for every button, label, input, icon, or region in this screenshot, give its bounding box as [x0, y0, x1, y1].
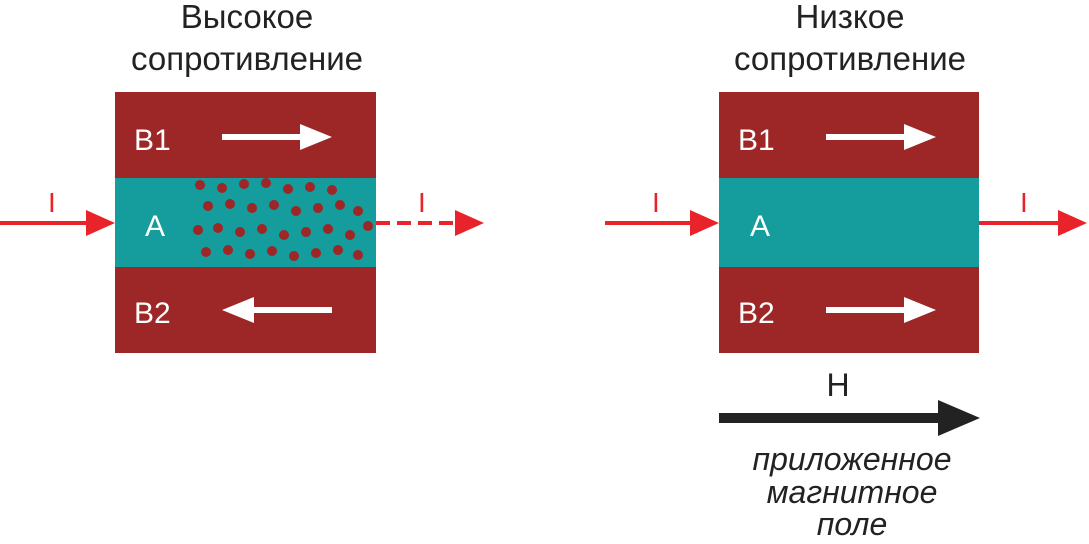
scatter-dot	[305, 182, 315, 192]
scatter-dot	[269, 200, 279, 210]
scatter-dot	[279, 230, 289, 240]
scatter-dot	[223, 245, 233, 255]
scatter-dot	[291, 206, 301, 216]
scatter-dot	[245, 249, 255, 259]
right-panel: Низкое сопротивление B1 A B2 I I H	[605, 0, 1087, 542]
right-current-out-label: I	[1020, 187, 1028, 218]
scatter-dot	[333, 245, 343, 255]
scatter-dot	[217, 183, 227, 193]
scatter-dot	[345, 230, 355, 240]
field-caption-line3: поле	[817, 506, 888, 539]
scatter-dot	[311, 248, 321, 258]
left-current-out-label: I	[418, 187, 426, 218]
field-h-label: H	[826, 367, 849, 403]
left-a-label: A	[145, 210, 165, 243]
scatter-dot	[335, 200, 345, 210]
scatter-dot	[225, 199, 235, 209]
left-b1-magnetization-arrow-icon	[222, 124, 332, 150]
scatter-dot	[353, 206, 363, 216]
right-b2-label: B2	[738, 297, 775, 330]
left-title-line1: Высокое	[181, 0, 313, 35]
right-title-line1: Низкое	[796, 0, 905, 35]
right-b1-label: B1	[738, 124, 775, 157]
scatter-dot	[257, 224, 267, 234]
left-scattering-dots	[193, 178, 373, 261]
scatter-dot	[235, 227, 245, 237]
scatter-dot	[301, 227, 311, 237]
scatter-dot	[289, 251, 299, 261]
right-current-out-arrow-icon	[979, 210, 1087, 236]
field-caption-line1: приложенное	[753, 441, 952, 477]
scatter-dot	[327, 185, 337, 195]
left-current-out-dashed-arrow-icon	[376, 210, 484, 236]
applied-field-arrow-icon	[719, 400, 980, 436]
right-title-line2: сопротивление	[734, 40, 966, 77]
scatter-dot	[193, 225, 203, 235]
right-current-in-label: I	[652, 187, 660, 218]
right-a-label: A	[750, 210, 770, 243]
scatter-dot	[203, 201, 213, 211]
scatter-dot	[261, 178, 271, 188]
right-b2-magnetization-arrow-icon	[826, 297, 936, 323]
right-layer-a	[719, 178, 979, 267]
left-b1-label: B1	[134, 124, 171, 157]
scatter-dot	[201, 247, 211, 257]
left-b2-magnetization-arrow-icon	[222, 297, 332, 323]
right-b1-magnetization-arrow-icon	[826, 124, 936, 150]
scatter-dot	[239, 179, 249, 189]
field-caption-line2: магнитное	[767, 474, 938, 510]
scatter-dot	[267, 246, 277, 256]
left-title-line2: сопротивление	[131, 40, 363, 77]
left-panel: Высокое сопротивление B1 A B2 I	[0, 0, 484, 353]
scatter-dot	[247, 203, 257, 213]
scatter-dot	[195, 180, 205, 190]
scatter-dot	[363, 221, 373, 231]
scatter-dot	[283, 184, 293, 194]
left-b2-label: B2	[134, 297, 171, 330]
scatter-dot	[213, 223, 223, 233]
right-current-in-arrow-icon	[605, 210, 719, 236]
left-current-in-label: I	[48, 187, 56, 218]
scatter-dot	[323, 224, 333, 234]
scatter-dot	[353, 250, 363, 260]
left-current-in-arrow-icon	[0, 210, 115, 236]
scatter-dot	[313, 203, 323, 213]
